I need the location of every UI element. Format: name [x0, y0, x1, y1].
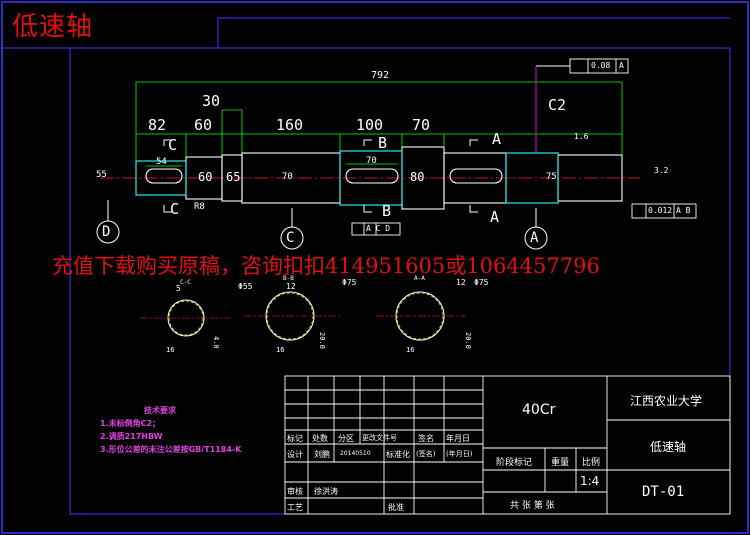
cross-sections — [140, 291, 466, 341]
section-aa-depth: 20.0 — [464, 332, 472, 349]
dia-55: 55 — [96, 170, 107, 180]
drawing-title: 低速轴 — [12, 12, 94, 42]
row-label: 更改文件号 — [362, 434, 397, 442]
dim-100: 100 — [356, 116, 384, 134]
section-cc-depth: 4.0 — [212, 336, 220, 349]
process-label: 工艺 — [287, 503, 303, 512]
dim-60: 60 — [194, 116, 213, 134]
standard-label: 标准化 — [386, 450, 410, 459]
tol-flat: 0.012 — [648, 206, 673, 215]
material: 40Cr — [522, 402, 556, 418]
shaft-cyan-highlights — [135, 150, 559, 206]
tolerance-frames — [351, 58, 697, 236]
tol-runout-ref: A — [619, 61, 624, 70]
datum-a: A — [530, 230, 539, 246]
dim-70: 70 — [412, 116, 431, 134]
dia-75: 75 — [546, 172, 557, 182]
marker-b-bottom: B — [382, 202, 392, 220]
dimension-lines — [135, 81, 623, 167]
date-placeholder: (年月日) — [446, 450, 473, 458]
row-label: 标记 — [287, 434, 303, 443]
dim-key54: 54 — [156, 157, 167, 167]
section-aa-rough: 16 — [406, 346, 415, 354]
dim-160: 160 — [276, 116, 304, 134]
dim-total: 792 — [371, 70, 390, 81]
sheets-text: 共 张 第 张 — [510, 501, 555, 511]
tech-note-item: 3.形位公差的未注公差按GB/T1184-K — [100, 445, 242, 454]
datum-c: C — [286, 230, 295, 246]
rough-16: 1.6 — [574, 132, 589, 141]
stage-label: 阶段标记 — [496, 458, 533, 468]
tech-note-item: 2.调质217HBW — [100, 432, 163, 441]
dim-82: 82 — [148, 116, 167, 134]
section-aa-label: A-A — [414, 275, 425, 282]
drawing-number: DT-01 — [642, 484, 685, 500]
dia-60: 60 — [198, 170, 213, 184]
dia-70: 70 — [282, 172, 293, 182]
section-aa-dia: Φ75 — [474, 278, 489, 287]
section-bb-rough: 16 — [276, 346, 285, 354]
dia-80: 80 — [410, 170, 425, 184]
row-label: 年月日 — [446, 434, 470, 443]
marker-a-bottom: A — [490, 208, 500, 226]
section-bb-depth: 20.0 — [318, 332, 326, 349]
design-date: 20140510 — [340, 450, 371, 457]
datum-markers — [96, 200, 548, 250]
technical-requirements: 技术要求 1.未标倒角C2； 2.调质217HBW 3.形位公差的未注公差按GB… — [100, 404, 241, 456]
section-bb-dia: Φ75 — [342, 278, 357, 287]
dim-chamfer: C2 — [548, 96, 567, 114]
scale-value: 1:4 — [580, 474, 600, 488]
designer-name: 刘鹏 — [314, 450, 330, 459]
section-aa-width: 12 — [456, 278, 466, 287]
design-label: 设计 — [287, 450, 303, 459]
dim-30: 30 — [202, 92, 221, 110]
marker-b-top: B — [378, 134, 388, 152]
rough-32: 3.2 — [654, 166, 669, 175]
part-name: 低速轴 — [650, 440, 687, 454]
section-cc-dia: Φ55 — [238, 282, 253, 291]
marker-c-top: C — [168, 136, 178, 154]
section-marks — [163, 139, 478, 213]
datum-d: D — [102, 224, 111, 240]
section-cc-width: 5 — [176, 284, 181, 293]
marker-a-top: A — [492, 130, 502, 148]
watermark-ad: 充值下载购买原稿，咨询扣扣414951605或1064457796 — [52, 254, 600, 278]
row-label: 签名 — [418, 434, 434, 443]
sign-placeholder: (签名) — [416, 450, 436, 458]
scale-label: 比例 — [582, 458, 601, 468]
section-bb-width: 12 — [286, 282, 296, 291]
marker-c-bottom: C — [170, 200, 180, 218]
review-name: 徐洪涛 — [314, 487, 338, 496]
section-cc-rough: 16 — [166, 346, 175, 354]
row-label: 处数 — [312, 434, 328, 443]
tol-flat-ref: A B — [676, 206, 691, 215]
dia-65: 65 — [226, 170, 241, 184]
dim-key70: 70 — [366, 156, 377, 166]
review-label: 审核 — [287, 487, 303, 496]
row-label: 分区 — [338, 434, 354, 443]
section-bb-label: B-B — [283, 275, 294, 282]
approve-label: 批准 — [388, 503, 404, 512]
section-cc-label: C-C — [180, 279, 191, 286]
weight-label: 重量 — [551, 458, 570, 468]
school-name: 江西农业大学 — [630, 394, 703, 408]
tech-notes-heading: 技术要求 — [144, 406, 176, 415]
tol-sym-ref: A C D — [366, 224, 391, 233]
dim-fillet: R8 — [194, 202, 205, 212]
title-block — [284, 375, 731, 515]
tech-note-item: 1.未标倒角C2； — [100, 419, 161, 428]
tol-runout: 0.08 — [591, 61, 611, 70]
